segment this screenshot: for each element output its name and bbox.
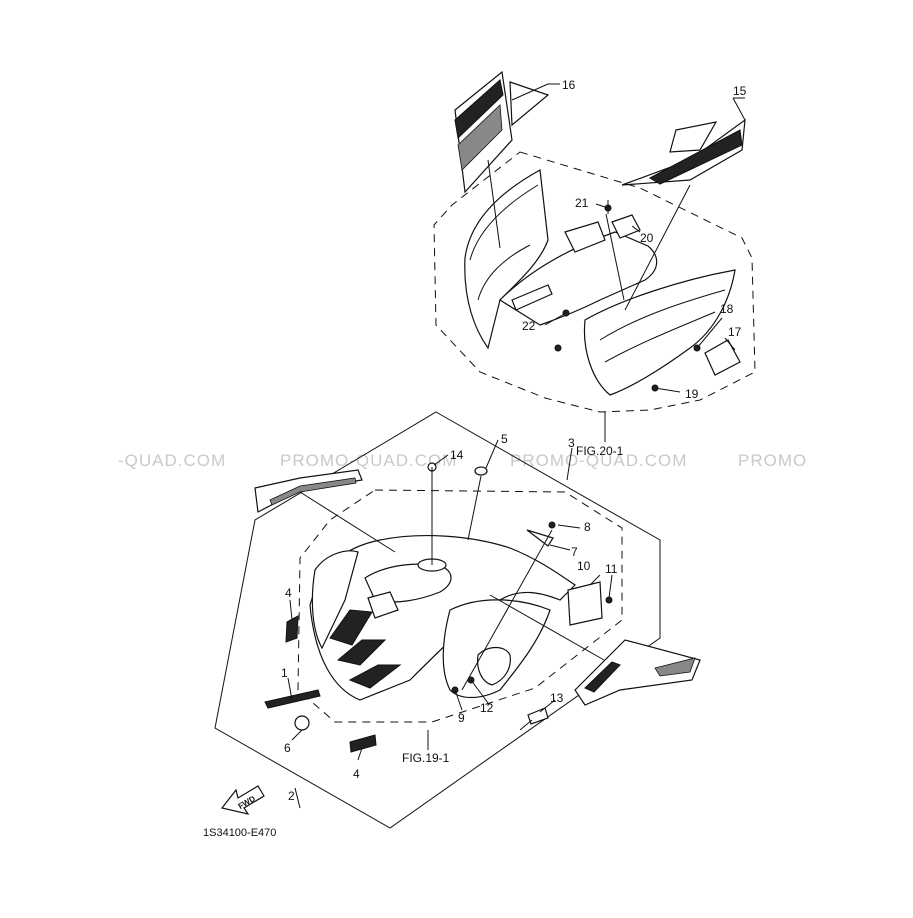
callout-13: 13	[550, 691, 564, 705]
callout-10: 10	[577, 559, 591, 573]
pad-13	[527, 707, 549, 725]
callout-20: 20	[640, 231, 654, 245]
decal-15	[621, 118, 746, 186]
front-fender-assembly: 16 15 21 20 22 18 17 19 FIG.20-1	[433, 70, 756, 458]
rear-left-fin	[311, 550, 359, 650]
callout-8: 8	[584, 520, 591, 534]
callout-14: 14	[450, 448, 464, 462]
decal-1	[264, 689, 321, 709]
callout-2: 2	[288, 789, 295, 803]
callout-9: 9	[458, 711, 465, 725]
fig-label-rear: FIG.19-1	[402, 751, 450, 765]
watermark-3: PROMO-QUAD.COM	[510, 451, 687, 470]
cap-5	[474, 466, 488, 476]
callout-18: 18	[720, 302, 734, 316]
part-code: 1S34100-E470	[203, 827, 276, 839]
callout-7: 7	[571, 545, 578, 559]
callout-21: 21	[575, 196, 589, 210]
fastener-left	[554, 344, 562, 352]
callout-22: 22	[522, 319, 536, 333]
plate-7	[526, 529, 554, 547]
callout-19: 19	[685, 387, 699, 401]
callout-3: 3	[568, 436, 575, 450]
rear-wheel-well	[477, 646, 511, 686]
callout-15: 15	[733, 84, 747, 98]
fig-label-front: FIG.20-1	[576, 444, 624, 458]
front-fender-left-side	[464, 169, 549, 350]
callout-12: 12	[480, 701, 494, 715]
front-emblem-20	[611, 214, 641, 239]
bolt-8	[548, 521, 556, 529]
callout-6: 6	[284, 741, 291, 755]
rear-fender-assembly: FWD 14 5 3 8 7 10 11 12 9 13	[214, 411, 701, 829]
callout-5: 5	[501, 432, 508, 446]
panel-10	[567, 581, 603, 626]
rear-frame	[214, 411, 661, 829]
callout-11: 11	[605, 562, 618, 576]
callout-16: 16	[562, 78, 576, 92]
front-boundary	[433, 151, 756, 413]
decal-16	[454, 70, 550, 194]
cap-6	[294, 715, 310, 731]
fwd-arrow-icon: FWD	[220, 785, 265, 815]
front-reflector	[511, 284, 553, 311]
callout-4-lower: 4	[353, 767, 360, 781]
front-headlight-opening	[564, 221, 606, 253]
front-fender-right-side	[583, 269, 736, 396]
rear-decal-bottom-right	[574, 639, 701, 706]
rear-taillight-opening	[367, 591, 399, 619]
callout-1: 1	[281, 666, 288, 680]
rear-decal-top-left	[254, 469, 363, 513]
decal-4-upper	[285, 615, 299, 643]
watermark-4: PROMO	[738, 451, 807, 470]
callout-4-upper: 4	[285, 586, 292, 600]
watermark-1: -QUAD.COM	[118, 451, 226, 470]
callout-17: 17	[728, 325, 742, 339]
pad-17	[704, 339, 741, 376]
decal-4-lower	[349, 734, 377, 753]
watermark-band: -QUAD.COM PROMO-QUAD.COM PROMO-QUAD.COM …	[118, 451, 807, 470]
watermark-2: PROMO-QUAD.COM	[280, 451, 457, 470]
